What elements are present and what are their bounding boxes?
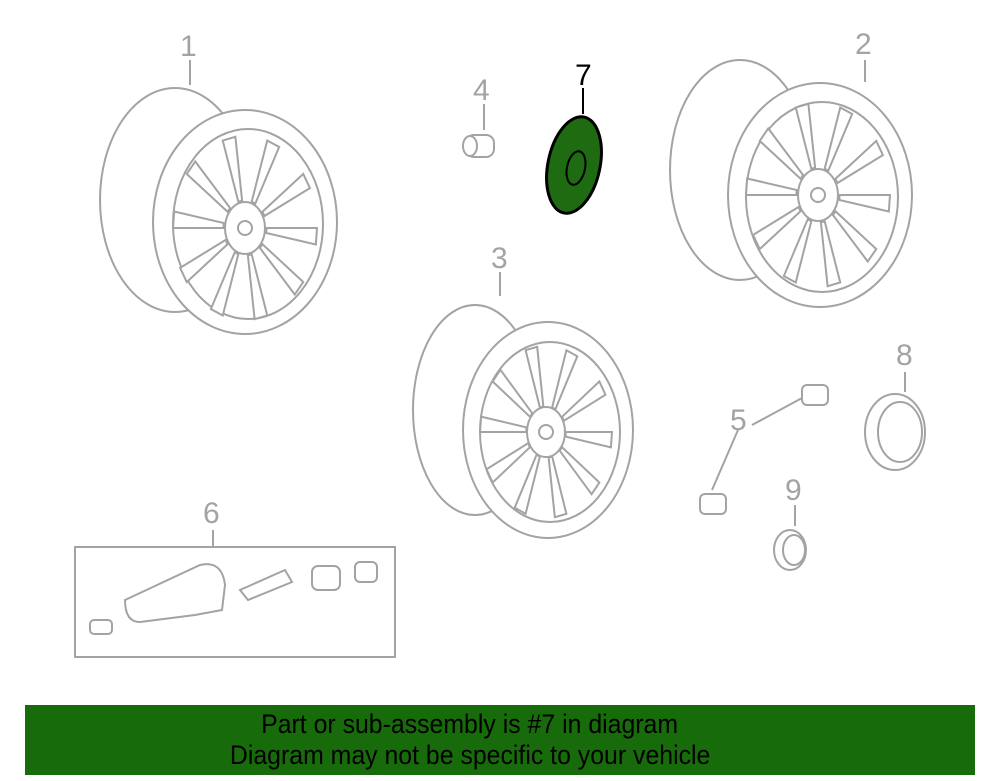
wheel-spoke — [178, 238, 229, 284]
center-cap-8[interactable] — [864, 372, 926, 471]
tpms-sensor-kit-6[interactable] — [74, 530, 396, 658]
wheel-spoke — [261, 172, 312, 218]
wheel-spoke — [834, 139, 885, 185]
lug-nut-5[interactable] — [699, 384, 829, 515]
callout-7: 7 — [575, 59, 592, 92]
wheel-spoke — [209, 250, 240, 317]
banner-line-1: Part or sub-assembly is #7 in diagram — [261, 709, 679, 739]
callout-8: 8 — [896, 339, 913, 372]
wheel-1[interactable] — [99, 87, 338, 335]
wheel-spokes — [744, 102, 892, 288]
wheel-spoke — [758, 126, 805, 181]
wheel-3[interactable] — [412, 304, 634, 539]
wheel-spoke — [838, 194, 892, 213]
wheel-spoke — [744, 177, 798, 196]
leader-lines — [189, 60, 866, 296]
wheel-spoke — [171, 210, 225, 229]
wheel-2[interactable] — [669, 59, 913, 308]
wheel-spoke — [751, 205, 802, 251]
wheel-spoke — [250, 139, 281, 206]
wheel-spoke — [265, 227, 319, 246]
wheel-spoke — [782, 217, 813, 284]
callout-4: 4 — [473, 74, 490, 107]
callout-3: 3 — [491, 242, 508, 275]
part-info-banner: Part or sub-assembly is #7 in diagram Di… — [25, 705, 975, 775]
wheel-spoke — [831, 209, 878, 264]
banner-line-2: Diagram may not be specific to your vehi… — [229, 740, 711, 770]
center-cap-9[interactable] — [773, 505, 807, 571]
callout-5: 5 — [730, 404, 747, 437]
wheel-spoke — [258, 242, 305, 297]
wheel-spoke — [221, 135, 244, 204]
center-cap-7-highlighted[interactable] — [538, 112, 609, 219]
wheel-spoke — [823, 106, 854, 173]
callout-1: 1 — [180, 30, 197, 63]
callout-9: 9 — [785, 474, 802, 507]
lug-nut-cap-4[interactable] — [462, 134, 495, 158]
wheel-spoke — [794, 102, 817, 171]
wheel-spokes — [171, 135, 319, 321]
callout-6: 6 — [203, 497, 220, 530]
wheel-spoke — [819, 219, 842, 288]
callout-2: 2 — [855, 28, 872, 61]
wheel-spoke — [246, 252, 269, 321]
wheel-spoke — [185, 159, 232, 214]
